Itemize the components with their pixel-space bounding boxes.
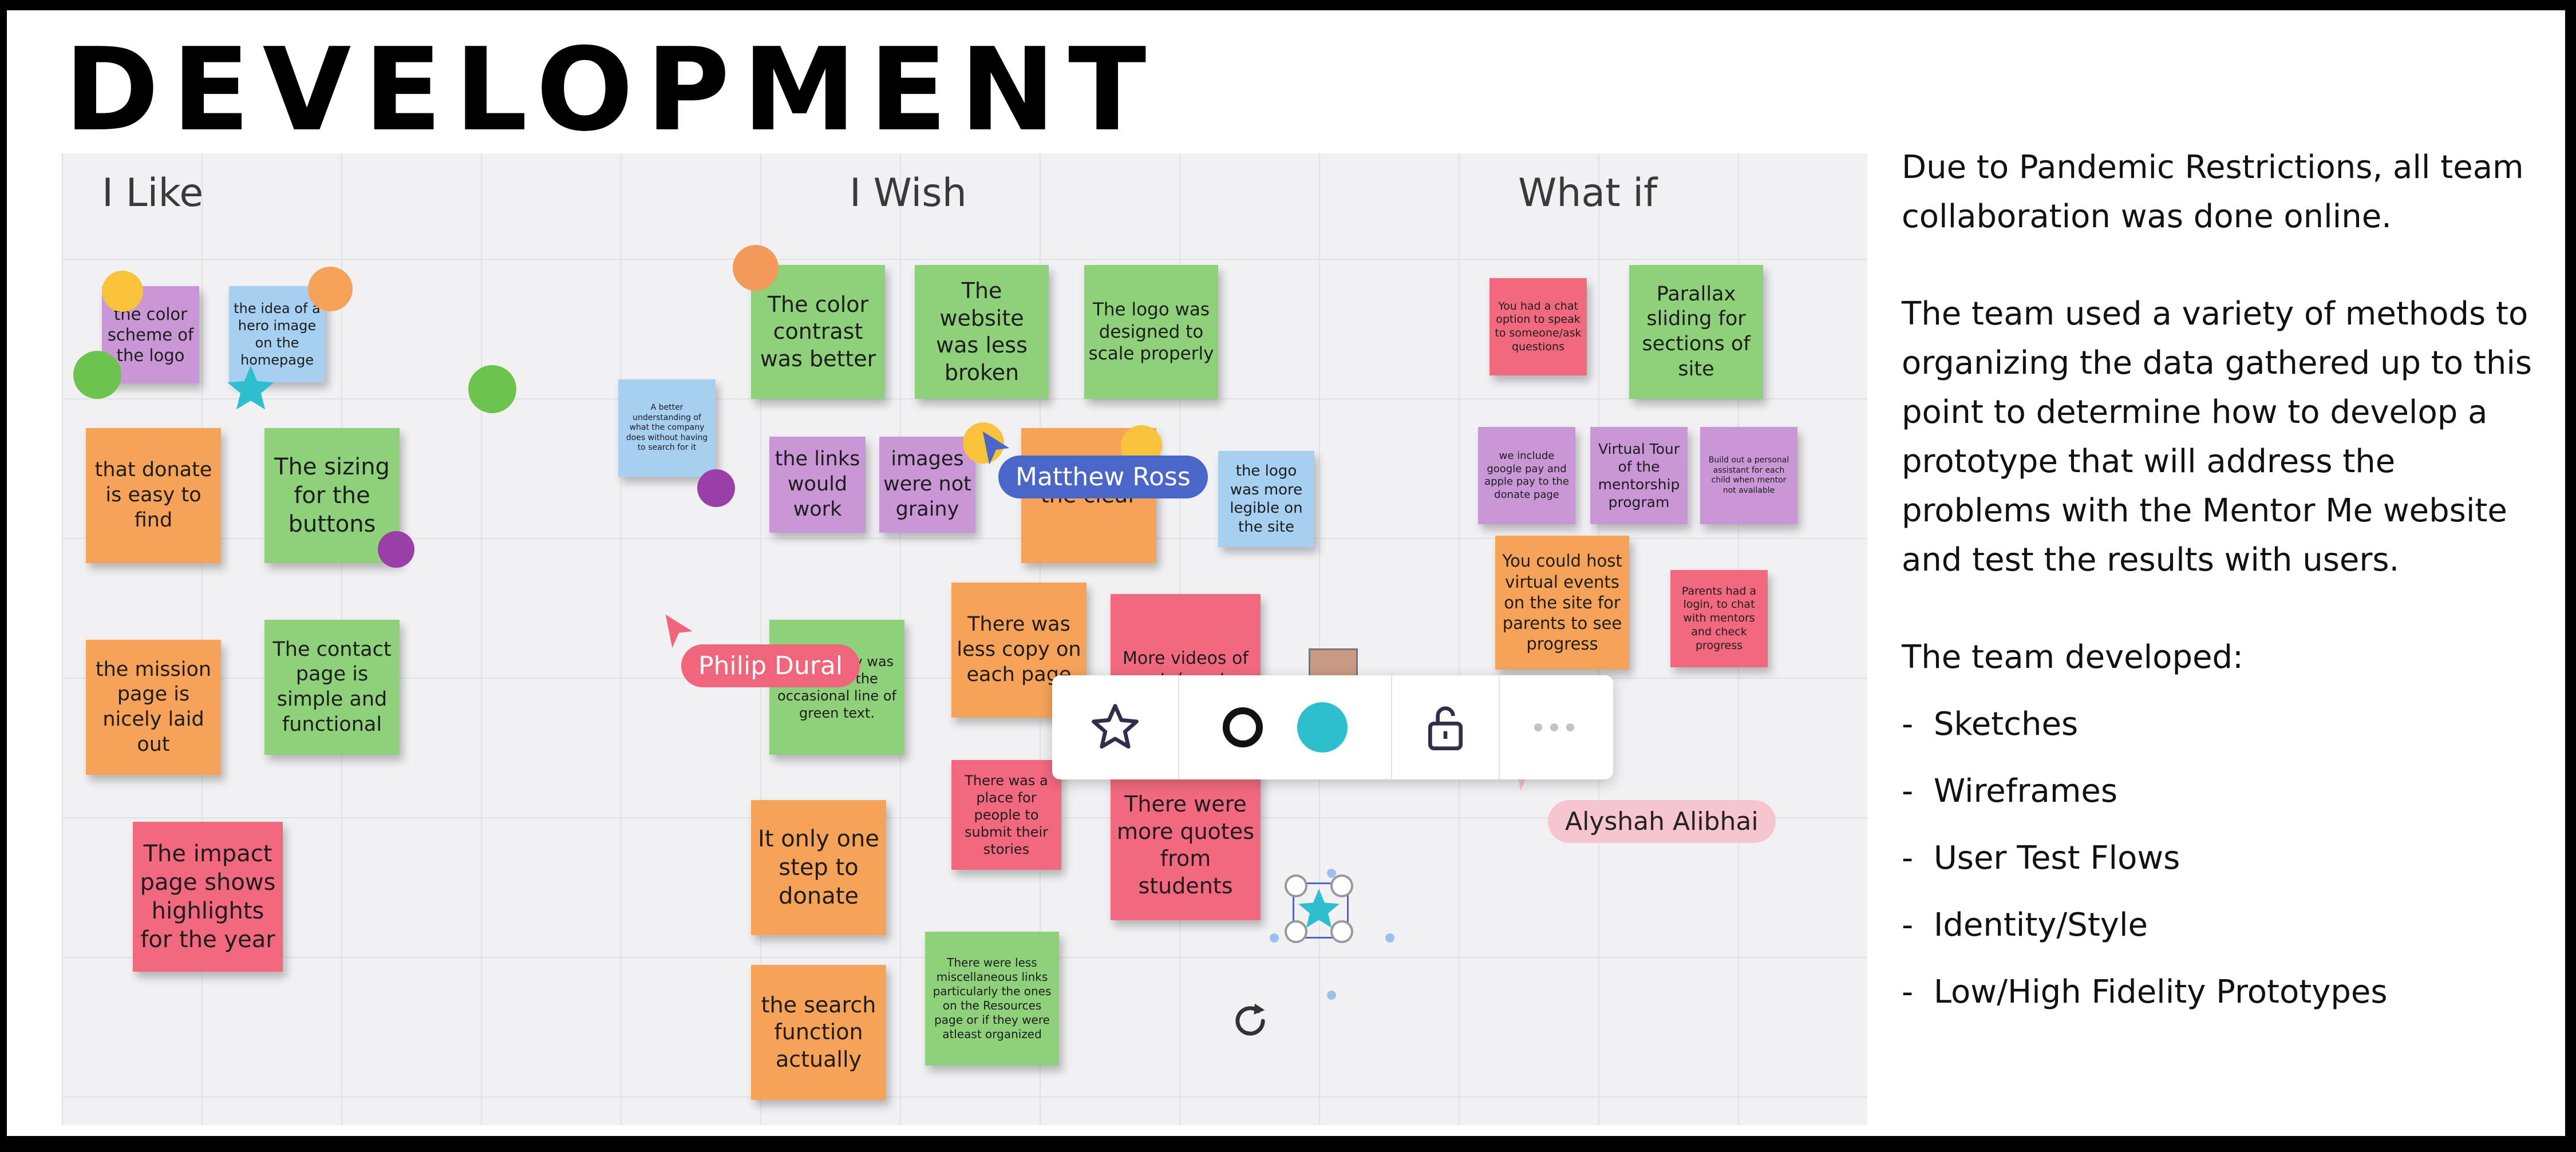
collaborator-cursor-label: Alyshah Alibhai — [1548, 800, 1776, 843]
sticky-note[interactable]: the links would work — [769, 437, 866, 533]
column-heading-i-like: I Like — [102, 171, 204, 216]
sticky-note[interactable]: The logo was designed to scale properly — [1084, 265, 1218, 399]
sticky-note[interactable]: The contact page is simple and functiona… — [264, 620, 400, 755]
list-heading: The team developed: — [1902, 639, 2243, 676]
star-icon[interactable] — [225, 362, 276, 414]
sticky-note[interactable]: The impact page shows highlights for the… — [133, 822, 283, 972]
sticky-note[interactable]: the logo was more legible on the site — [1218, 451, 1314, 547]
list-item: Sketches — [1902, 700, 2549, 749]
sticky-note[interactable]: There were less miscellaneous links part… — [925, 932, 1059, 1066]
yellow-dot-sticker[interactable] — [102, 271, 143, 312]
sticky-note[interactable]: The sizing for the buttons — [264, 428, 400, 563]
purple-dot-sticker[interactable] — [378, 531, 414, 568]
color-picker-group — [1179, 675, 1391, 779]
resize-handle[interactable] — [1330, 874, 1353, 897]
green-dot-sticker[interactable] — [468, 365, 516, 413]
connector-point[interactable] — [1385, 933, 1394, 943]
resize-handle[interactable] — [1330, 920, 1353, 943]
green-dot-sticker[interactable] — [73, 351, 121, 399]
column-heading-i-wish: I Wish — [850, 171, 967, 216]
resize-handle[interactable] — [1285, 920, 1307, 943]
description-paragraph: The team used a variety of methods to or… — [1902, 295, 2532, 579]
sticky-note[interactable]: the mission page is nicely laid out — [86, 640, 221, 775]
sticky-note[interactable]: The website was less broken — [915, 265, 1049, 399]
sticky-note[interactable]: we include google pay and apple pay to t… — [1478, 427, 1575, 524]
orange-dot-sticker[interactable] — [733, 245, 779, 291]
collaborator-cursor-label: Matthew Ross — [998, 456, 1208, 498]
slide-frame: DEVELOPMENT I Like I Wish What if the co… — [7, 10, 2565, 1136]
list-item: Wireframes — [1902, 767, 2549, 816]
list-item: Identity/Style — [1902, 901, 2549, 950]
purple-dot-sticker[interactable] — [697, 469, 735, 507]
connector-point[interactable] — [1327, 991, 1336, 1000]
collaborator-cursor-label: Philip Dural — [681, 644, 860, 687]
sticky-note[interactable]: the search function actually — [751, 965, 886, 1100]
sticky-note[interactable]: There were more quotes from students — [1111, 770, 1261, 920]
more-icon[interactable] — [1500, 675, 1609, 779]
cursor-arrow-icon — [982, 431, 1010, 465]
context-toolbar — [1052, 675, 1613, 779]
sticky-note[interactable]: You had a chat option to speak to someon… — [1490, 278, 1587, 375]
deliverables-list: Sketches Wireframes User Test Flows Iden… — [1902, 700, 2549, 1017]
sticky-note[interactable]: the idea of a hero image on the homepage — [229, 286, 325, 382]
sticky-note[interactable]: that donate is easy to find — [86, 428, 221, 563]
circle-outline-icon[interactable] — [1223, 707, 1263, 747]
star-icon — [1298, 889, 1340, 928]
unlock-icon[interactable] — [1392, 675, 1499, 779]
resize-handle[interactable] — [1285, 874, 1307, 897]
cursor-arrow-icon — [665, 614, 693, 648]
sticky-note[interactable]: It only one step to donate — [751, 800, 886, 935]
orange-dot-sticker[interactable] — [308, 267, 353, 311]
sticky-note[interactable]: Parallax sliding for sections of site — [1629, 265, 1763, 399]
sticky-note[interactable]: Build out a personal assistant for each … — [1700, 427, 1797, 524]
sticky-note[interactable]: Virtual Tour of the mentorship program — [1590, 427, 1688, 524]
description-paragraph: Due to Pandemic Restrictions, all team c… — [1902, 149, 2524, 235]
teal-fill-swatch[interactable] — [1297, 702, 1348, 753]
sticky-note[interactable]: There was a place for people to submit t… — [951, 760, 1061, 870]
description-panel: Due to Pandemic Restrictions, all team c… — [1902, 143, 2549, 1035]
sticky-note[interactable]: A better understanding of what the compa… — [618, 379, 716, 477]
selected-star-sticker[interactable] — [1285, 874, 1353, 943]
page-title: DEVELOPMENT — [64, 23, 1159, 157]
rotate-icon[interactable] — [1228, 999, 1272, 1043]
column-heading-what-if: What if — [1518, 171, 1658, 216]
whiteboard-canvas[interactable]: I Like I Wish What if the color scheme o… — [62, 153, 1867, 1125]
list-item: User Test Flows — [1902, 834, 2549, 883]
star-icon[interactable] — [1052, 675, 1178, 779]
connector-point[interactable] — [1327, 869, 1336, 878]
sticky-note[interactable]: You could host virtual events on the sit… — [1495, 536, 1629, 670]
sticky-note[interactable]: The identity was just and the occasional… — [769, 620, 904, 755]
list-item: Low/High Fidelity Prototypes — [1902, 968, 2549, 1017]
sticky-note[interactable]: Parents had a login, to chat with mentor… — [1670, 570, 1768, 667]
sticky-note[interactable]: images were not grainy — [879, 437, 975, 533]
connector-point[interactable] — [1270, 933, 1279, 943]
sticky-note[interactable]: The color contrast was better — [751, 265, 885, 399]
